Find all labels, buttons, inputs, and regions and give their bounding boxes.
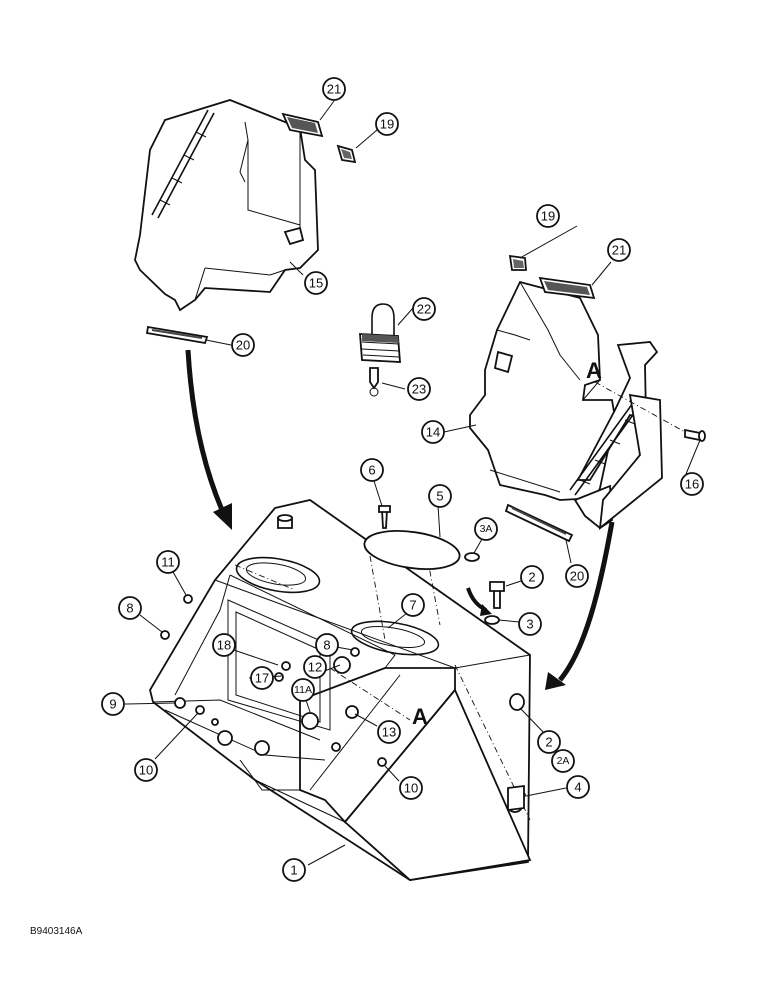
callout-7: 7 xyxy=(401,593,425,617)
pin-part-16 xyxy=(684,428,706,442)
svg-text:2: 2 xyxy=(545,735,552,750)
callout-11a: 11A xyxy=(291,678,315,702)
leader-lines xyxy=(124,100,701,866)
svg-text:10: 10 xyxy=(404,781,418,796)
detail-label-a-top: A xyxy=(586,358,602,383)
svg-text:21: 21 xyxy=(612,243,626,258)
callout-2: 2 xyxy=(537,730,561,754)
callout-20: 20 xyxy=(565,564,589,588)
svg-text:13: 13 xyxy=(382,725,396,740)
svg-text:21: 21 xyxy=(327,82,341,97)
pad-part-19-right xyxy=(508,254,527,271)
cover-left-part-15 xyxy=(134,99,319,312)
callout-19: 19 xyxy=(375,112,399,136)
svg-text:20: 20 xyxy=(236,338,250,353)
svg-text:16: 16 xyxy=(685,477,699,492)
callout-2: 2 xyxy=(520,565,544,589)
callout-23: 23 xyxy=(407,377,431,401)
svg-text:4: 4 xyxy=(574,780,581,795)
svg-text:1: 1 xyxy=(290,863,297,878)
svg-text:17: 17 xyxy=(255,671,269,686)
callout-3: 3 xyxy=(518,612,542,636)
callout-17: 17 xyxy=(250,666,274,690)
strip-part-20-right xyxy=(504,503,574,543)
svg-text:5: 5 xyxy=(436,489,443,504)
callout-9: 9 xyxy=(101,692,125,716)
svg-text:23: 23 xyxy=(412,382,426,397)
svg-text:8: 8 xyxy=(126,601,133,616)
svg-text:11A: 11A xyxy=(294,684,312,696)
callout-21: 21 xyxy=(322,77,346,101)
svg-text:22: 22 xyxy=(417,302,431,317)
svg-text:3: 3 xyxy=(526,617,533,632)
svg-text:2: 2 xyxy=(528,570,535,585)
assembly-arrow-left xyxy=(185,349,232,530)
callout-14: 14 xyxy=(421,420,445,444)
svg-text:11: 11 xyxy=(161,555,175,570)
callout-11: 11 xyxy=(156,550,180,574)
svg-text:7: 7 xyxy=(409,598,416,613)
svg-text:2A: 2A xyxy=(557,755,570,767)
cover-right-part-14 xyxy=(469,280,686,531)
callout-5: 5 xyxy=(428,484,452,508)
pad-part-21-left xyxy=(281,112,324,138)
callout-16: 16 xyxy=(680,472,704,496)
svg-text:20: 20 xyxy=(570,569,584,584)
svg-text:15: 15 xyxy=(309,276,323,291)
figure-id: B9403146A xyxy=(30,926,83,937)
callout-19: 19 xyxy=(536,204,560,228)
assembly-arrow-small xyxy=(466,587,492,616)
callout-15: 15 xyxy=(304,271,328,295)
svg-text:6: 6 xyxy=(368,463,375,478)
svg-text:10: 10 xyxy=(139,763,153,778)
strip-part-20-left xyxy=(145,325,209,345)
callout-18: 18 xyxy=(212,633,236,657)
callout-4: 4 xyxy=(566,775,590,799)
callout-20: 20 xyxy=(231,333,255,357)
svg-text:18: 18 xyxy=(217,638,231,653)
callout-6: 6 xyxy=(360,458,384,482)
console-housing-part-1 xyxy=(149,499,532,881)
callout-21: 21 xyxy=(607,238,631,262)
svg-text:12: 12 xyxy=(308,660,322,675)
svg-text:8: 8 xyxy=(323,638,330,653)
padlock-part-22 xyxy=(359,303,401,363)
callout-2a: 2A xyxy=(551,749,575,773)
callout-10: 10 xyxy=(134,758,158,782)
detail-label-a-bottom: A xyxy=(412,704,428,729)
callout-8: 8 xyxy=(315,633,339,657)
pad-part-21-right xyxy=(538,276,596,300)
callout-10: 10 xyxy=(399,776,423,800)
callout-1: 1 xyxy=(282,858,306,882)
callout-12: 12 xyxy=(303,655,327,679)
key-part-23 xyxy=(369,367,379,397)
svg-text:14: 14 xyxy=(426,425,440,440)
assembly-arrow-right xyxy=(545,521,615,690)
callout-13: 13 xyxy=(377,720,401,744)
svg-text:19: 19 xyxy=(541,209,555,224)
callout-8: 8 xyxy=(118,596,142,620)
callout-3a: 3A xyxy=(474,517,498,541)
svg-text:3A: 3A xyxy=(480,523,493,535)
svg-text:19: 19 xyxy=(380,117,394,132)
pad-part-19-left xyxy=(336,144,357,164)
callout-22: 22 xyxy=(412,297,436,321)
svg-text:9: 9 xyxy=(109,697,116,712)
